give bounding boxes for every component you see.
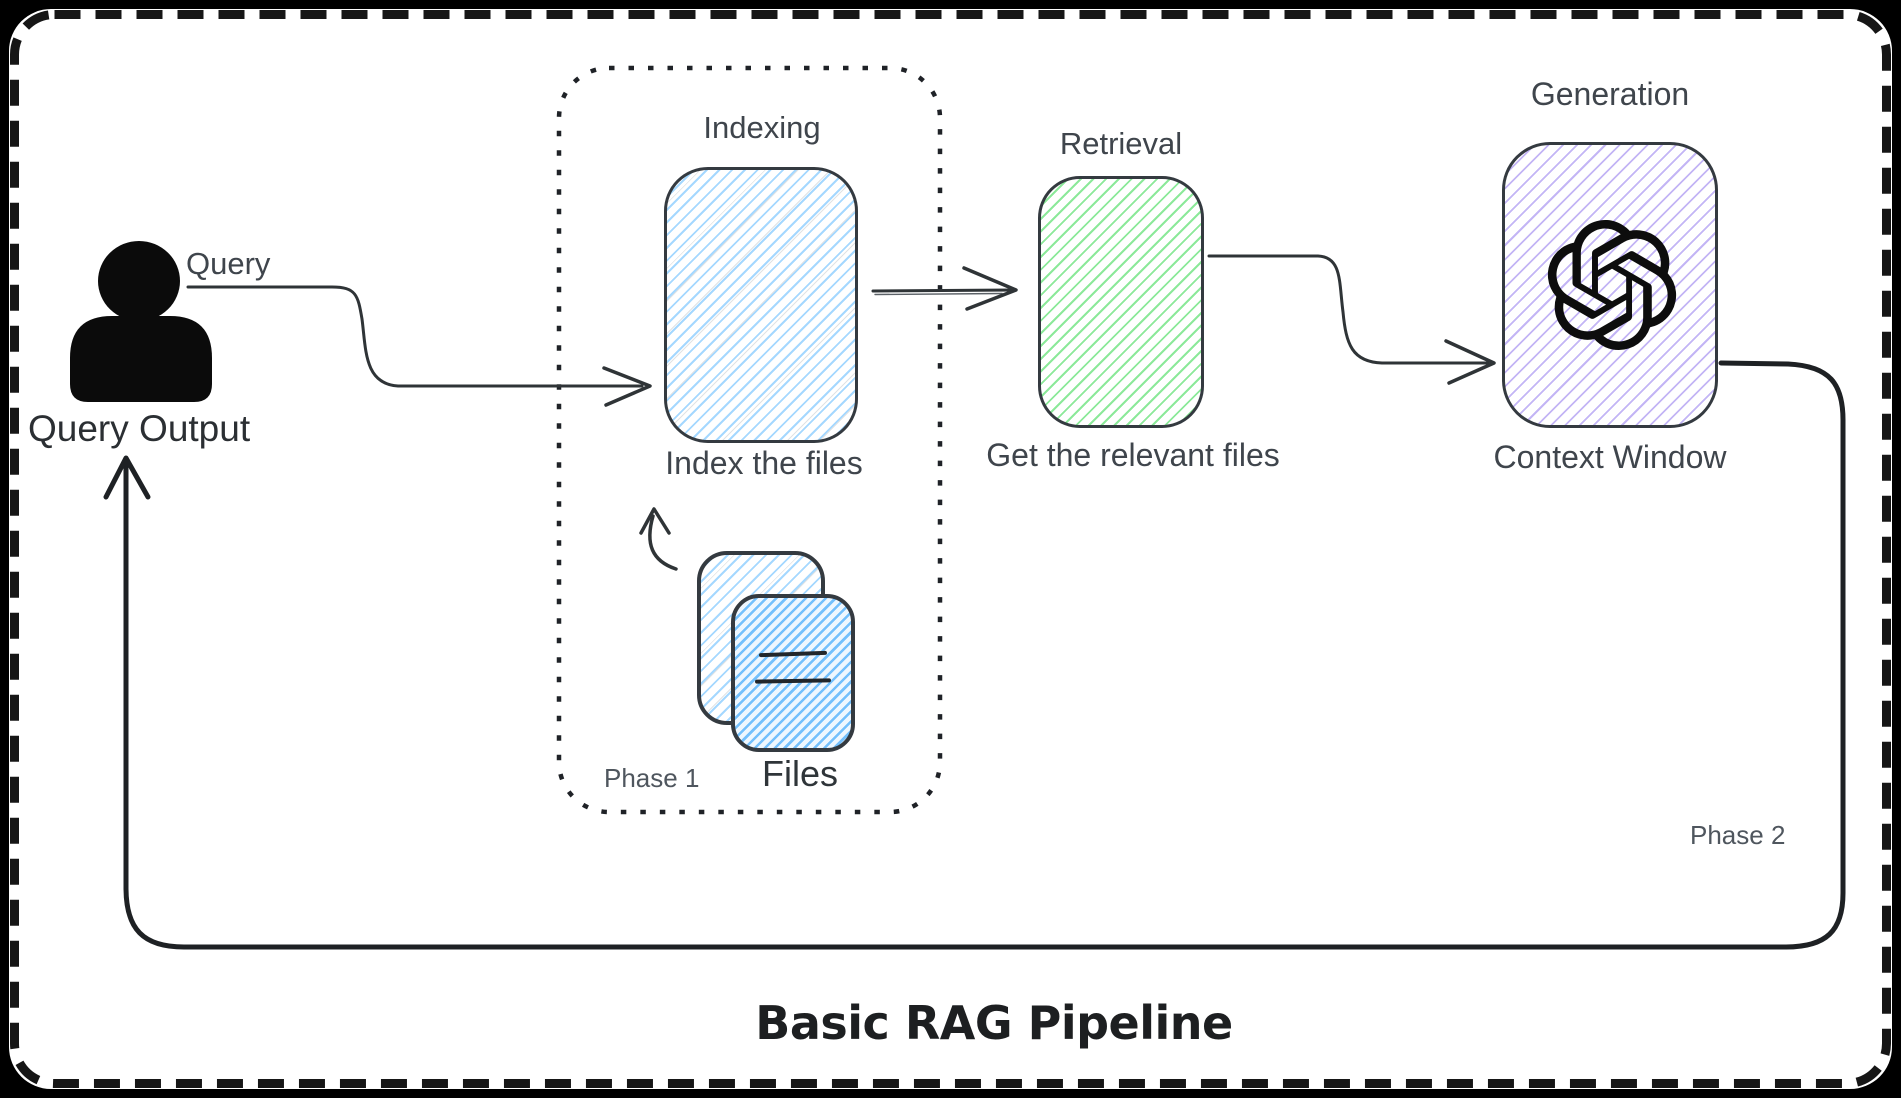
generation-title: Generation — [1530, 76, 1690, 112]
phase2-badge: Phase 2 — [1690, 820, 1786, 850]
retrieval-title: Retrieval — [1059, 126, 1183, 161]
indexing-title: Indexing — [703, 110, 821, 145]
file-text-line — [754, 678, 832, 684]
context-window-caption: Context Window — [1493, 439, 1727, 475]
retrieval-box — [1038, 176, 1204, 428]
query-label: Query — [186, 246, 271, 281]
phase1-badge: Phase 1 — [604, 763, 700, 793]
openai-logo-icon — [1547, 220, 1677, 351]
diagram-title: Basic RAG Pipeline — [755, 996, 1233, 1050]
generation-box — [1502, 142, 1718, 428]
query-output-label: Query Output — [28, 408, 251, 449]
file-front-shape — [731, 594, 855, 752]
openai-logo-path — [1547, 220, 1677, 351]
file-text-line — [758, 650, 828, 658]
indexing-box — [664, 167, 858, 443]
retrieval-caption: Get the relevant files — [986, 437, 1280, 473]
indexing-caption: Index the files — [665, 445, 863, 481]
files-label: Files — [761, 753, 838, 794]
